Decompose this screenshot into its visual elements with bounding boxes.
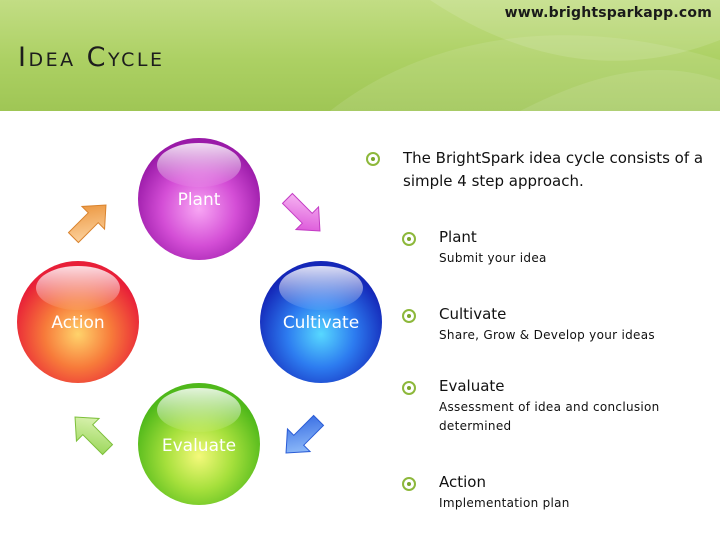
step-name: Cultivate [439, 305, 507, 323]
site-url: www.brightsparkapp.com [504, 5, 712, 21]
cultivate-orb: Cultivate [260, 261, 382, 383]
bullet-icon [402, 309, 416, 323]
bullet-icon [366, 152, 380, 166]
arrow-up-left-icon [63, 405, 120, 462]
bullet-icon [402, 381, 416, 395]
bullet-icon [402, 232, 416, 246]
idea-cycle-diagram: Plant Cultivate Evaluate Action [17, 138, 382, 505]
page-title: Idea Cycle [18, 42, 165, 73]
action-orb-label: Action [51, 313, 104, 333]
evaluate-orb-label: Evaluate [162, 436, 236, 456]
arrow-up-right-icon [61, 193, 118, 250]
step-description: Share, Grow & Develop your ideas [439, 328, 655, 342]
action-orb: Action [17, 261, 139, 383]
step-description: Assessment of idea and conclusion determ… [439, 400, 660, 433]
plant-orb: Plant [138, 138, 260, 260]
step-name: Evaluate [439, 377, 505, 395]
header-banner: www.brightsparkapp.com Idea Cycle [0, 0, 720, 111]
banner-wave-decoration [330, 0, 720, 111]
cultivate-orb-label: Cultivate [283, 313, 359, 333]
evaluate-orb: Evaluate [138, 383, 260, 505]
intro-text: The BrightSpark idea cycle consists of a… [403, 149, 704, 190]
step-name: Action [439, 473, 486, 491]
arrow-down-right-icon [275, 186, 332, 243]
step-description: Submit your idea [439, 251, 547, 265]
bullet-icon [402, 477, 416, 491]
step-description: Implementation plan [439, 496, 570, 510]
step-name: Plant [439, 228, 477, 246]
plant-orb-label: Plant [178, 190, 221, 210]
arrow-down-left-icon [274, 408, 331, 465]
